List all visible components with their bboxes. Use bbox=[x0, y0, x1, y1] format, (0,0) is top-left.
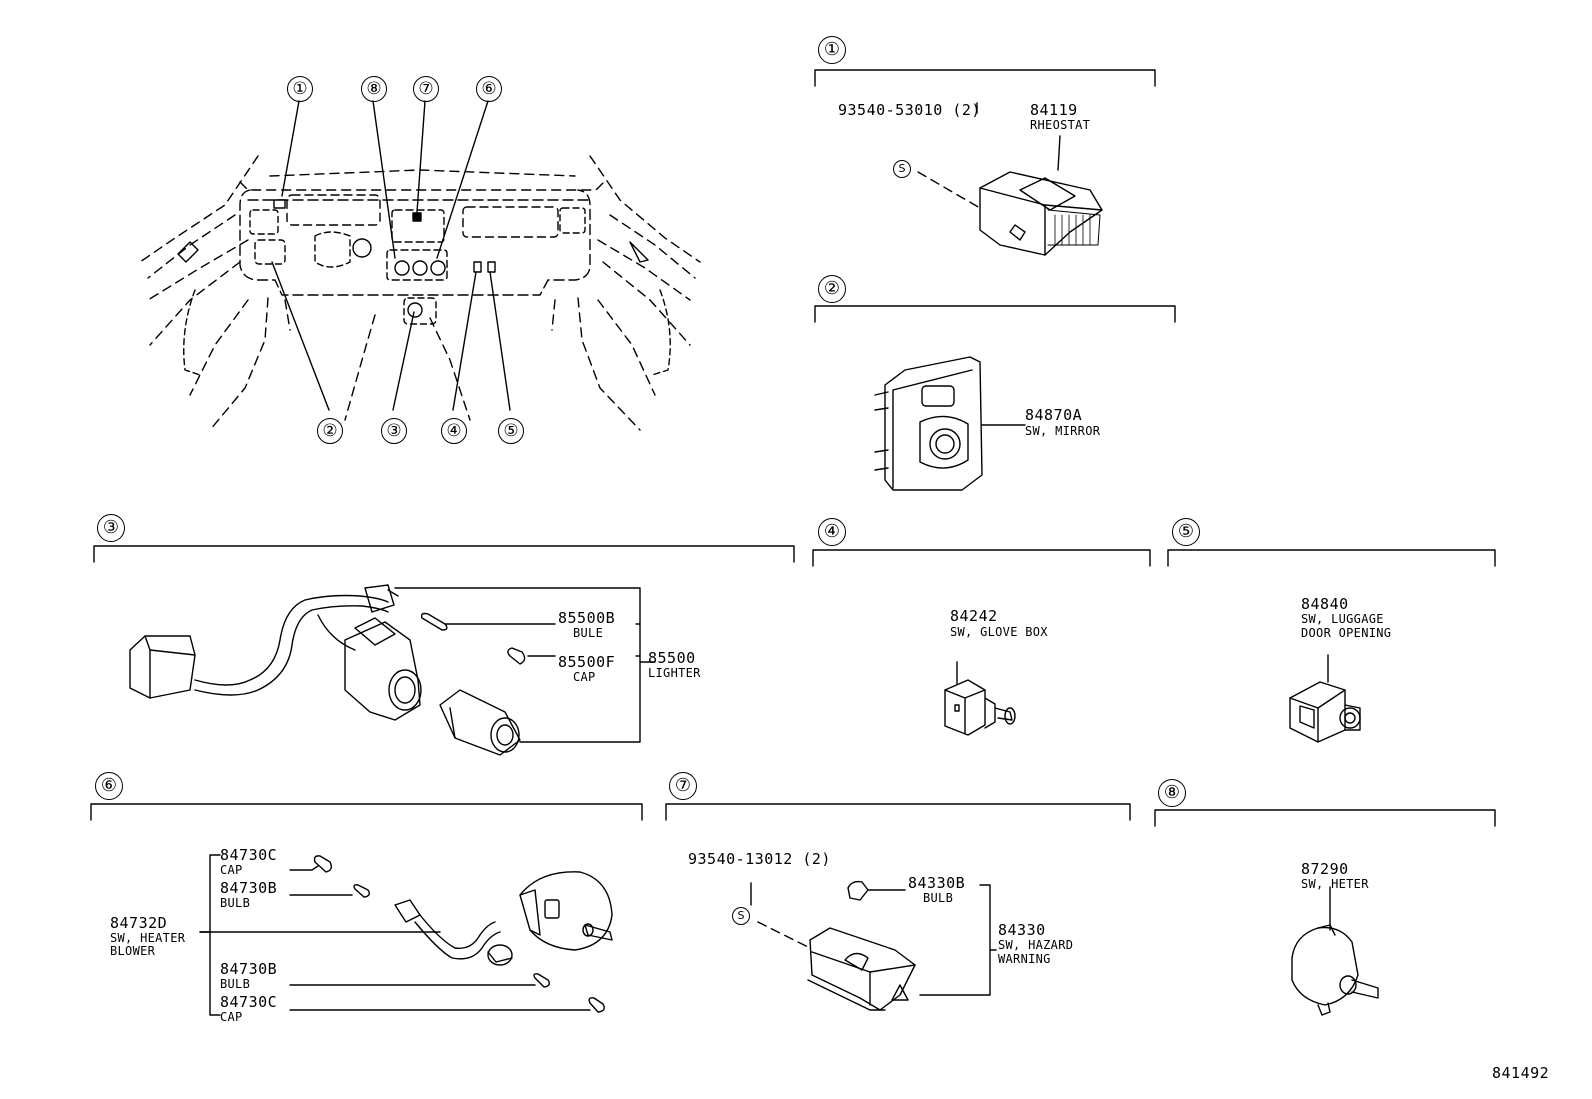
heater-blower-switch-part-number: 84732D bbox=[110, 914, 168, 932]
lighter-bulb-part-number: 85500B bbox=[558, 609, 616, 627]
section-7-drawing bbox=[665, 803, 1131, 1011]
section-2-drawing bbox=[814, 305, 1176, 491]
lighter-label: LIGHTER bbox=[648, 666, 701, 680]
hazard-bulb-part-number: 84330B bbox=[908, 874, 966, 892]
screw-symbol: S bbox=[893, 160, 911, 178]
overview-callout-5: ⑤ bbox=[498, 418, 524, 444]
section-3-drawing bbox=[93, 545, 795, 756]
luggage-switch-part-number: 84840 bbox=[1301, 595, 1349, 613]
section-2-marker: ② bbox=[818, 275, 846, 303]
luggage-switch-label-line1: SW, LUGGAGE bbox=[1301, 612, 1384, 626]
mirror-switch-part-number: 84870A bbox=[1025, 406, 1083, 424]
lighter-cap-part-number: 85500F bbox=[558, 653, 616, 671]
glove-box-switch-label: SW, GLOVE BOX bbox=[950, 625, 1048, 639]
overview-callout-8: ⑧ bbox=[361, 76, 387, 102]
hazard-switch-label-line2: WARNING bbox=[998, 952, 1051, 966]
section-6-drawing bbox=[90, 803, 643, 1016]
heater-cap-1-part-number: 84730C bbox=[220, 846, 278, 864]
overview-callout-6: ⑥ bbox=[476, 76, 502, 102]
luggage-switch-label-line2: DOOR OPENING bbox=[1301, 626, 1392, 640]
overview-callout-3: ③ bbox=[381, 418, 407, 444]
overview-callout-4: ④ bbox=[441, 418, 467, 444]
hazard-screw-symbol: S bbox=[732, 907, 750, 925]
lighter-part-number: 85500 bbox=[648, 649, 696, 667]
section-4-drawing bbox=[812, 549, 1151, 736]
heater-blower-switch-label-line2: BLOWER bbox=[110, 944, 156, 958]
section-1-marker: ① bbox=[818, 36, 846, 64]
section-5-drawing bbox=[1167, 549, 1496, 743]
mirror-switch-label: SW, MIRROR bbox=[1025, 424, 1101, 438]
section-3-marker: ③ bbox=[97, 514, 125, 542]
hazard-screw-part-number: 93540-13012 (2) bbox=[688, 850, 831, 868]
heater-bulb-2-label: BULB bbox=[220, 977, 251, 991]
section-4-marker: ④ bbox=[818, 518, 846, 546]
overview-callout-1: ① bbox=[287, 76, 313, 102]
heater-switch-label: SW, HETER bbox=[1301, 877, 1369, 891]
section-8-marker: ⑧ bbox=[1158, 779, 1186, 807]
overview-callout-2: ② bbox=[317, 418, 343, 444]
section-7-marker: ⑦ bbox=[669, 772, 697, 800]
section-8-drawing bbox=[1154, 809, 1496, 1016]
document-number: 841492 bbox=[1492, 1064, 1550, 1082]
heater-cap-2-part-number: 84730C bbox=[220, 993, 278, 1011]
heater-bulb-2-part-number: 84730B bbox=[220, 960, 278, 978]
hazard-switch-label-line1: SW, HAZARD bbox=[998, 938, 1074, 952]
rheostat-part-number: 84119 bbox=[1030, 101, 1078, 119]
glove-box-switch-part-number: 84242 bbox=[950, 607, 998, 625]
screw-part-number: 93540-53010 (2) bbox=[838, 101, 981, 119]
heater-cap-1-label: CAP bbox=[220, 863, 243, 877]
heater-blower-switch-label-line1: SW, HEATER bbox=[110, 931, 186, 945]
lighter-cap-label: CAP bbox=[573, 670, 596, 684]
rheostat-label: RHEOSTAT bbox=[1030, 118, 1091, 132]
heater-cap-2-label: CAP bbox=[220, 1010, 243, 1024]
section-1-drawing bbox=[814, 69, 1156, 256]
heater-bulb-1-part-number: 84730B bbox=[220, 879, 278, 897]
lighter-bulb-label: BULE bbox=[573, 626, 604, 640]
hazard-switch-part-number: 84330 bbox=[998, 921, 1046, 939]
dashboard-overview-drawing bbox=[139, 100, 701, 431]
heater-switch-part-number: 87290 bbox=[1301, 860, 1349, 878]
heater-bulb-1-label: BULB bbox=[220, 896, 251, 910]
section-5-marker: ⑤ bbox=[1172, 518, 1200, 546]
section-6-marker: ⑥ bbox=[95, 772, 123, 800]
hazard-bulb-label: BULB bbox=[923, 891, 954, 905]
overview-callout-7: ⑦ bbox=[413, 76, 439, 102]
